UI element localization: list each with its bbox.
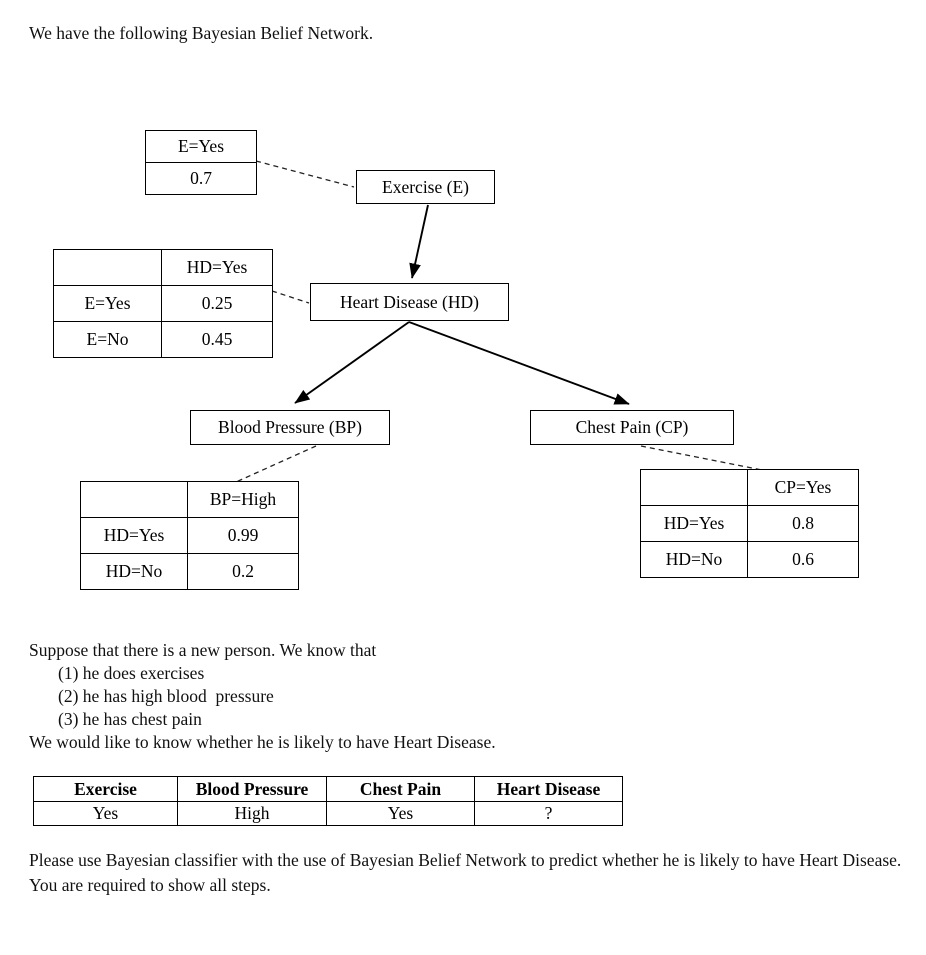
table-row: HD=Yes 0.8 [640, 505, 859, 542]
cpt-heart-disease: HD=Yes E=Yes 0.25 E=No 0.45 [53, 249, 273, 358]
cpt-hd-row0-label: E=Yes [53, 285, 162, 322]
cpt-hd-row1-value: 0.45 [161, 321, 273, 358]
cpt-bp-row0-value: 0.99 [187, 517, 299, 554]
dotted-link-chest-pain-cpt [640, 445, 763, 471]
fact-item-3: (3) he has chest pain [58, 709, 202, 729]
cpt-cp-row0-value: 0.8 [747, 505, 859, 542]
arrow-heart-disease-to-chest-pain [408, 321, 630, 405]
cpt-hd-row0-value: 0.25 [161, 285, 273, 322]
table-row: HD=No 0.6 [640, 541, 859, 578]
cpt-bp-row0-label: HD=Yes [80, 517, 188, 554]
suppose-line: Suppose that there is a new person. We k… [29, 640, 377, 660]
cpt-blood-pressure: BP=High HD=Yes 0.99 HD=No 0.2 [80, 481, 299, 590]
cpt-hd-header: HD=Yes [161, 249, 273, 286]
evidence-header-exercise: Exercise [33, 776, 178, 802]
cpt-hd-row1-label: E=No [53, 321, 162, 358]
dotted-link-exercise-cpt [255, 160, 355, 188]
fact-item-2: (2) he has high blood pressure [58, 686, 274, 706]
node-blood-pressure: Blood Pressure (BP) [190, 410, 390, 445]
dotted-link-heart-disease-cpt [271, 290, 310, 304]
cpt-chest-pain: CP=Yes HD=Yes 0.8 HD=No 0.6 [640, 469, 859, 578]
evidence-value-exercise: Yes [33, 801, 178, 826]
question-line: We would like to know whether he is like… [29, 732, 496, 752]
arrow-exercise-to-heart-disease [409, 204, 429, 279]
evidence-value-chest-pain: Yes [326, 801, 475, 826]
table-header-row: Exercise Blood Pressure Chest Pain Heart… [33, 776, 623, 802]
table-row: E=Yes 0.25 [53, 285, 273, 322]
cpt-bp-header: BP=High [187, 481, 299, 518]
dotted-link-blood-pressure-cpt [235, 445, 317, 483]
node-exercise: Exercise (E) [356, 170, 495, 204]
table-row: CP=Yes [640, 469, 859, 506]
cpt-bp-corner [80, 481, 188, 518]
cpt-cp-row1-value: 0.6 [747, 541, 859, 578]
cpt-bp-row1-value: 0.2 [187, 553, 299, 590]
cpt-cp-header: CP=Yes [747, 469, 859, 506]
cpt-cp-row0-label: HD=Yes [640, 505, 748, 542]
evidence-header-blood-pressure: Blood Pressure [177, 776, 327, 802]
table-row: HD=No 0.2 [80, 553, 299, 590]
table-row: BP=High [80, 481, 299, 518]
table-row: E=No 0.45 [53, 321, 273, 358]
table-row: 0.7 [145, 162, 257, 195]
intro-text: We have the following Bayesian Belief Ne… [29, 23, 374, 43]
table-row: HD=Yes [53, 249, 273, 286]
evidence-header-chest-pain: Chest Pain [326, 776, 475, 802]
cpt-exercise-header: E=Yes [145, 130, 257, 163]
cpt-cp-row1-label: HD=No [640, 541, 748, 578]
evidence-header-heart-disease: Heart Disease [474, 776, 623, 802]
cpt-exercise: E=Yes 0.7 [145, 130, 257, 195]
node-heart-disease: Heart Disease (HD) [310, 283, 509, 321]
evidence-value-blood-pressure: High [177, 801, 327, 826]
arrow-heart-disease-to-blood-pressure [294, 321, 410, 404]
fact-item-1: (1) he does exercises [58, 663, 205, 683]
table-row: Yes High Yes ? [33, 801, 623, 826]
closing-instruction: Please use Bayesian classifier with the … [29, 850, 902, 895]
evidence-table: Exercise Blood Pressure Chest Pain Heart… [33, 776, 623, 826]
table-row: E=Yes [145, 130, 257, 163]
cpt-exercise-value: 0.7 [145, 162, 257, 195]
cpt-hd-corner [53, 249, 162, 286]
cpt-bp-row1-label: HD=No [80, 553, 188, 590]
cpt-cp-corner [640, 469, 748, 506]
node-chest-pain: Chest Pain (CP) [530, 410, 734, 445]
evidence-value-heart-disease: ? [474, 801, 623, 826]
table-row: HD=Yes 0.99 [80, 517, 299, 554]
